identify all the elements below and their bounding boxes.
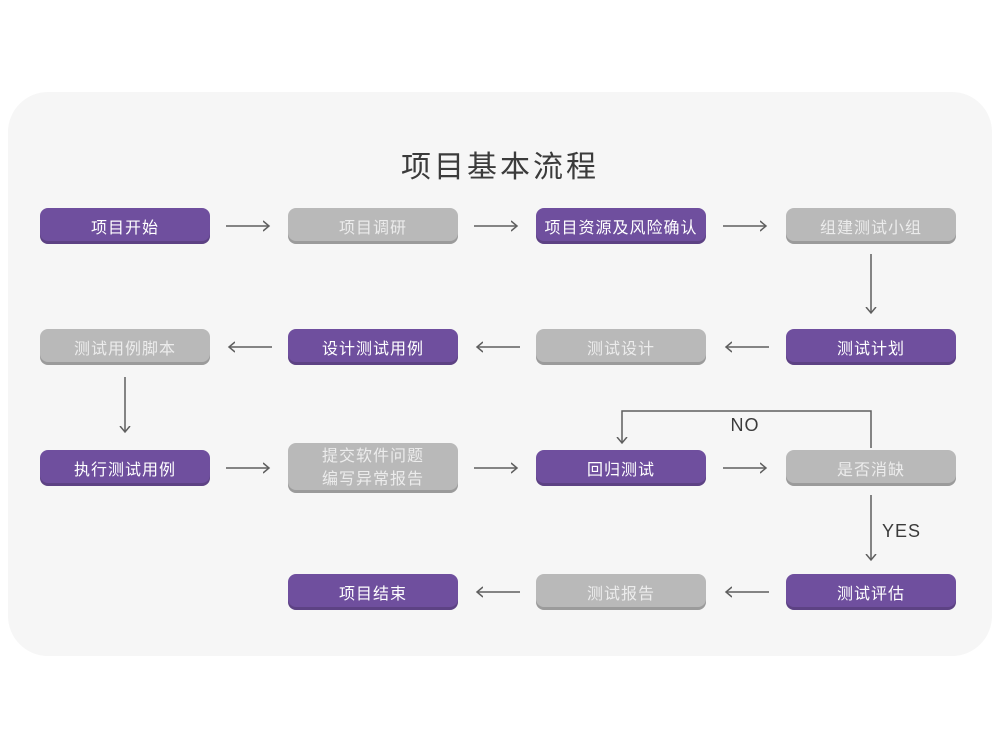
node-design-cases: 设计测试用例 — [288, 329, 458, 365]
page-title: 项目基本流程 — [401, 151, 599, 184]
node-resource-risk: 项目资源及风险确认 — [536, 208, 706, 244]
node-submit-report: 提交软件问题 编写异常报告 — [288, 443, 458, 493]
node-project-research: 项目调研 — [288, 208, 458, 244]
node-project-end: 项目结束 — [288, 574, 458, 610]
node-case-script: 测试用例脚本 — [40, 329, 210, 365]
node-regression-test: 回归测试 — [536, 450, 706, 486]
node-test-report: 测试报告 — [536, 574, 706, 610]
node-execute-cases: 执行测试用例 — [40, 450, 210, 486]
node-test-evaluate: 测试评估 — [786, 574, 956, 610]
edge-label-yes: YES — [882, 521, 922, 541]
edge-label-no: NO — [730, 415, 760, 435]
node-test-plan: 测试计划 — [786, 329, 956, 365]
node-project-start: 项目开始 — [40, 208, 210, 244]
node-build-team: 组建测试小组 — [786, 208, 956, 244]
flowchart-card — [8, 92, 992, 656]
node-defect-cleared: 是否消缺 — [786, 450, 956, 486]
node-test-design: 测试设计 — [536, 329, 706, 365]
